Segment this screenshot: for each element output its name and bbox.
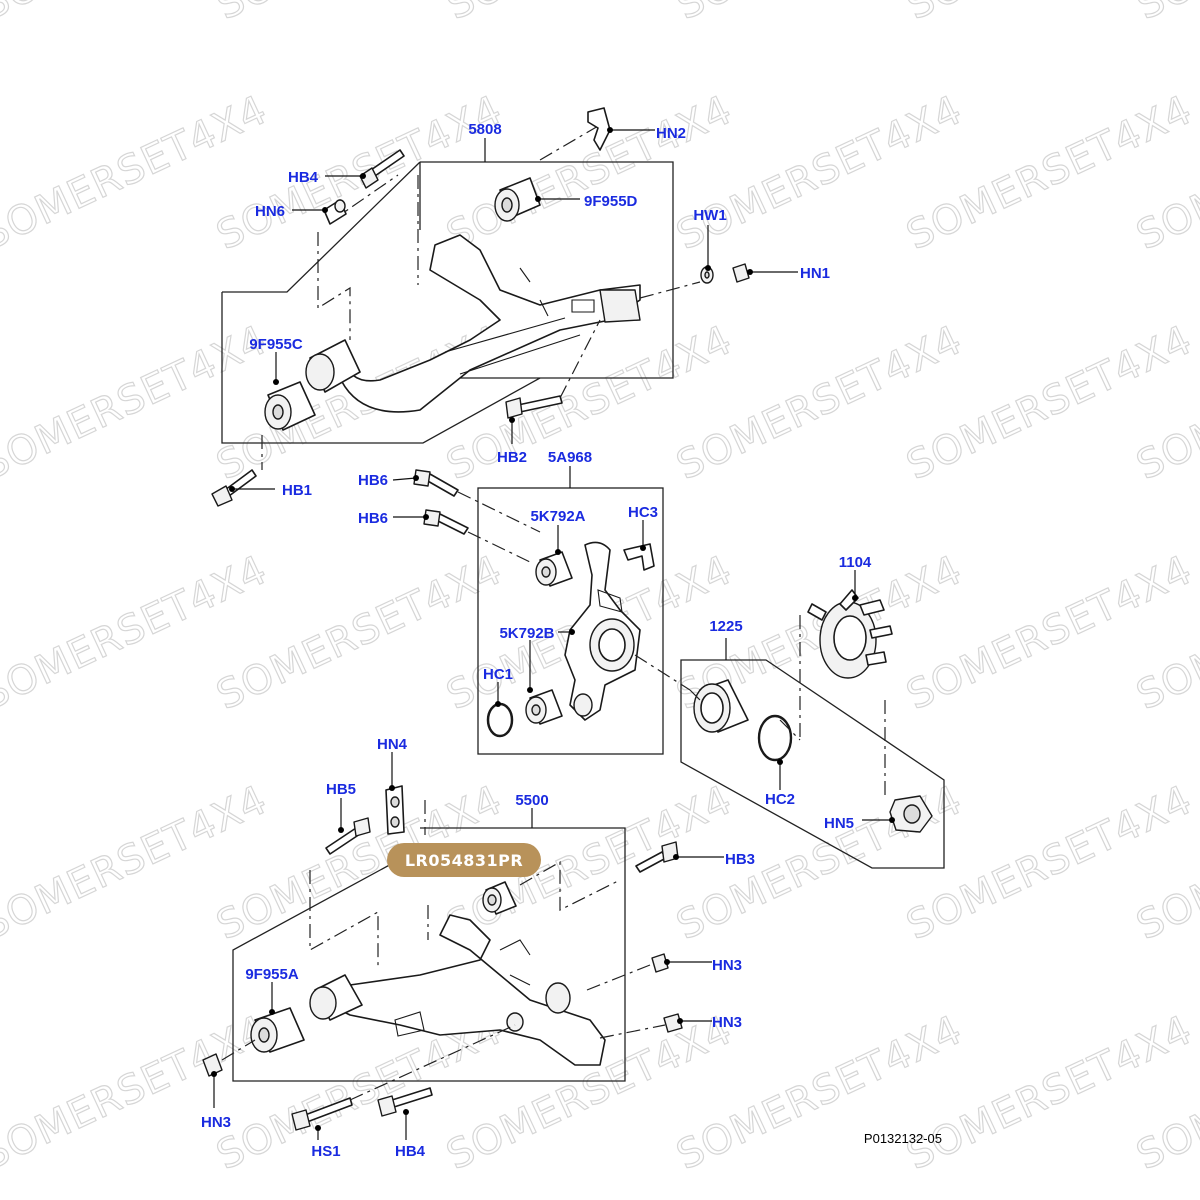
label-hb3: HB3 [725,851,755,868]
label-hb1: HB1 [282,482,312,499]
label-hb6-b: HB6 [358,510,388,527]
label-hc1: HC1 [483,666,513,683]
label-hc3: HC3 [628,504,658,521]
label-hb2: HB2 [497,449,527,466]
label-5a968: 5A968 [548,449,592,466]
label-9f955d: 9F955D [584,193,638,210]
nut-hn3-a [651,953,669,973]
circlip-hc2 [757,714,793,762]
hub-box [680,659,945,869]
watermark-text: SOMERSET4X4 [1130,0,1200,29]
label-hb4-bottom: HB4 [395,1143,426,1160]
upper-arm-bracket [599,289,641,323]
bushing-9f955c [264,381,316,431]
wheel-hub-1104 [807,589,893,679]
bushing-9f955a [250,1007,305,1053]
label-hc2: HC2 [765,791,795,808]
bolt-hb5 [325,817,371,855]
label-hb5: HB5 [326,781,356,798]
upper-arm-box-right [419,161,674,379]
label-hb4-top: HB4 [288,169,319,186]
label-5k792a: 5K792A [530,508,585,525]
label-hn3-c: HN3 [201,1114,231,1131]
label-hb6-a: HB6 [358,472,388,489]
hub-bearing-assembly [680,589,945,869]
upper-control-arm [339,234,641,413]
diagram-reference-code: P0132132-05 [864,1131,942,1146]
bolt-hb4-top [359,149,405,189]
bolt-hb6-b [423,509,469,535]
bushing-sleeve-upper [305,339,361,393]
label-hn3-a: HN3 [712,957,742,974]
washer-hw1 [700,266,714,284]
bushing-sleeve-lower [309,974,363,1021]
label-1104: 1104 [839,554,872,571]
circlip-hc1 [486,702,514,738]
bolt-hb2 [505,395,563,419]
label-1225: 1225 [709,618,742,635]
label-hs1: HS1 [311,1143,340,1160]
label-9f955a: 9F955A [245,966,299,983]
label-hn3-b: HN3 [712,1014,742,1031]
label-hn5: HN5 [824,815,854,832]
upper-arm-assembly [211,107,750,507]
nut-hn6 [323,199,347,225]
bolt-hs1 [291,1097,353,1131]
lower-control-arm [329,914,606,1066]
clip-hn2 [587,107,611,151]
nut-hn3-c [202,1053,223,1077]
label-hw1: HW1 [693,207,726,224]
nut-hn3-b [663,1013,683,1033]
nut-hn5 [889,795,933,833]
bearing-1225 [693,679,749,733]
label-hn4: HN4 [377,736,408,753]
label-5808: 5808 [468,121,501,138]
upper-arm-box-left [221,161,541,444]
label-hn1: HN1 [800,265,830,282]
lower-arm-box [232,827,626,1082]
label-5500: 5500 [515,792,548,809]
knuckle-assembly [413,466,691,755]
lower-arm-assembly [202,785,683,1131]
bushing-9f955d [494,177,541,222]
bolt-hb6-a [413,469,459,497]
bushing-5k792a [535,551,573,587]
label-9f955c: 9F955C [249,336,303,353]
callout-leaders [211,127,895,1140]
clip-hn4 [385,785,405,835]
label-5k792b: 5K792B [499,625,554,642]
callout-labels: 5808 HN2 HB4 9F955D HN6 HW1 HN1 9F955C H… [201,121,872,1160]
nut-hn1 [732,263,750,283]
clip-hc3 [623,543,655,571]
bushing-upper-lower [482,881,517,915]
part-number-badge[interactable]: LR054831PR [387,843,541,877]
bushing-5k792b [525,689,563,725]
label-hn6: HN6 [255,203,285,220]
bolt-hb4-bottom [377,1087,433,1117]
label-hn2: HN2 [656,125,686,142]
